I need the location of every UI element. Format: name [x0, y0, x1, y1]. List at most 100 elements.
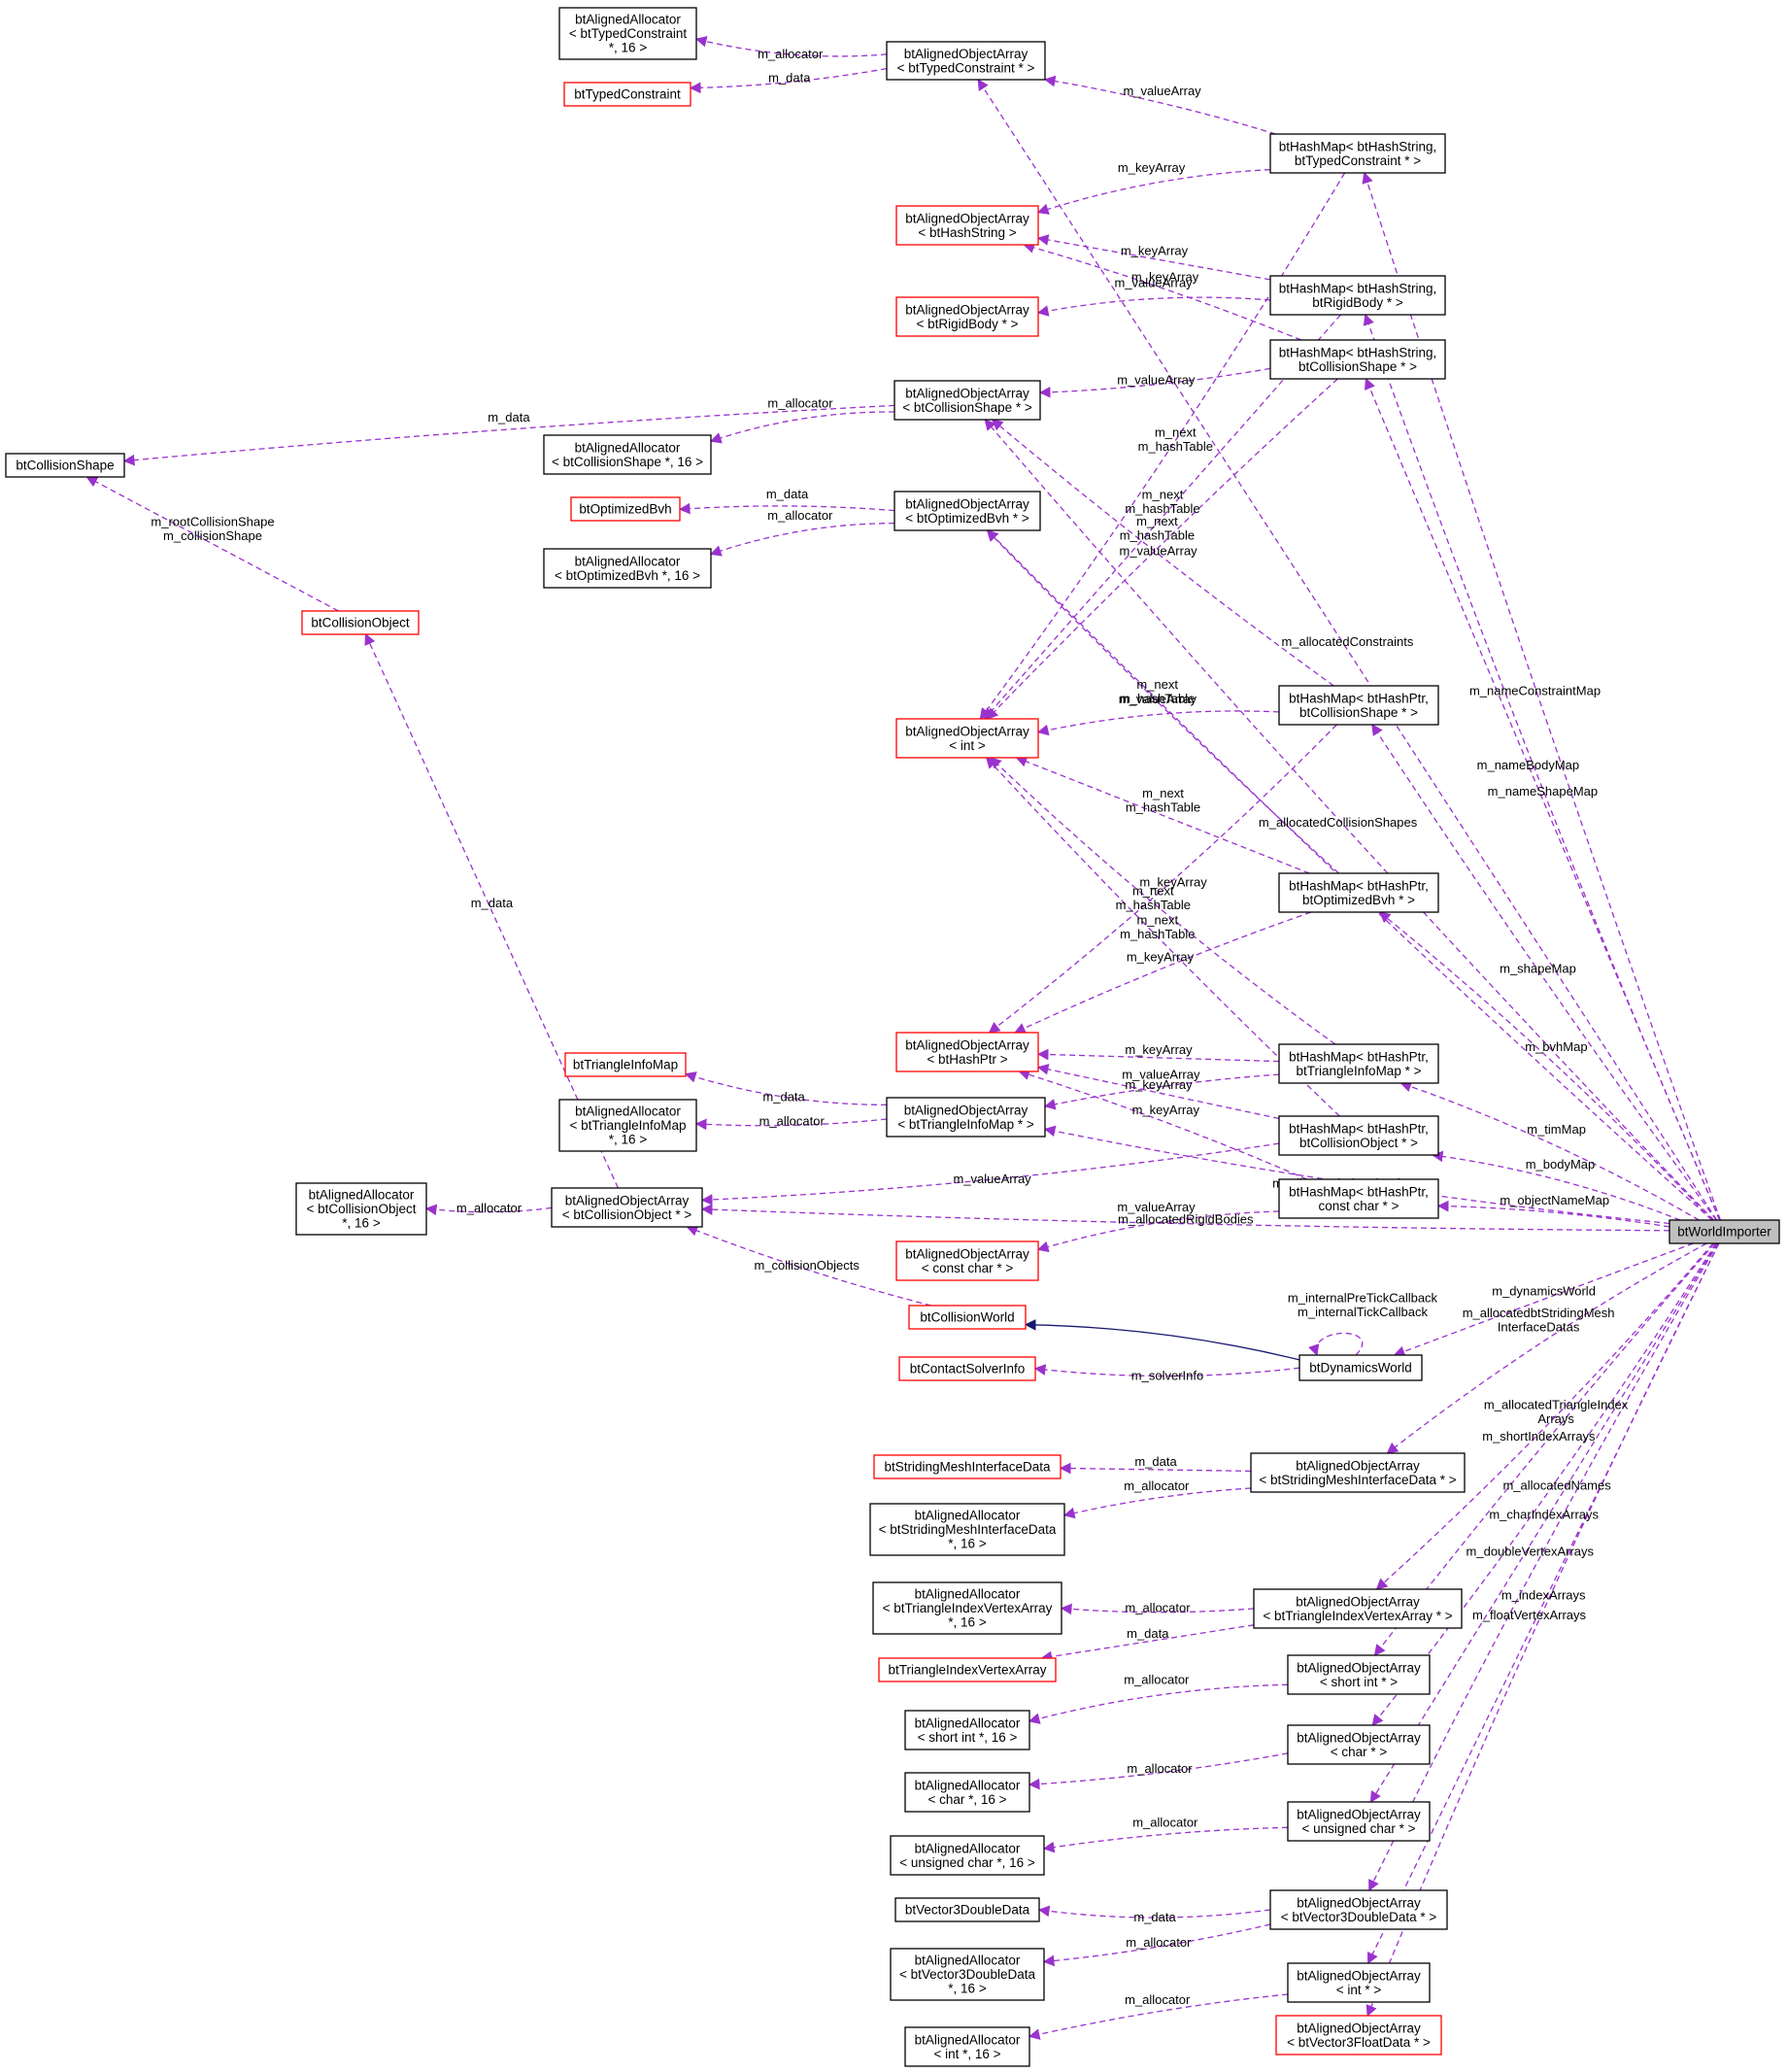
class-node-world-importer[interactable]: btWorldImporter [1669, 1219, 1780, 1244]
class-node-hash-ptr-triangle-info-map[interactable]: btHashMap< btHashPtr,btTriangleInfoMap *… [1278, 1043, 1439, 1084]
class-node-aoa-rigid-body[interactable]: btAlignedObjectArray< btRigidBody * > [895, 296, 1039, 337]
class-box[interactable] [908, 1305, 1027, 1330]
class-box[interactable] [5, 453, 125, 478]
class-node-aoa-triangle-index-vertex-array[interactable]: btAlignedObjectArray< btTriangleIndexVer… [1253, 1588, 1463, 1629]
class-node-aoa-collision-shape[interactable]: btAlignedObjectArray< btCollisionShape *… [894, 380, 1041, 421]
class-node-hash-map-typed-constraint[interactable]: btHashMap< btHashString,btTypedConstrain… [1269, 133, 1446, 174]
class-box[interactable] [1278, 1043, 1439, 1084]
class-box[interactable] [898, 1356, 1036, 1381]
class-box[interactable] [1275, 2015, 1442, 2055]
class-node-alloc-triangle-info-map[interactable]: btAlignedAllocator< btTriangleInfoMap*, … [558, 1099, 697, 1152]
class-node-striding-mesh-data[interactable]: btStridingMeshInterfaceData [873, 1454, 1062, 1479]
class-box[interactable] [890, 1835, 1045, 1876]
class-node-aoa-unsigned-char[interactable]: btAlignedObjectArray< unsigned char * > [1287, 1801, 1431, 1842]
class-node-alloc-collision-object[interactable]: btAlignedAllocator< btCollisionObject*, … [295, 1182, 427, 1236]
class-node-aoa-typed-constraint[interactable]: btAlignedObjectArray< btTypedConstraint … [886, 41, 1046, 81]
class-node-alloc-int-ptr[interactable]: btAlignedAllocator< int *, 16 > [904, 2026, 1030, 2067]
class-box[interactable] [1269, 275, 1446, 316]
class-box[interactable] [1287, 1724, 1431, 1765]
class-node-alloc-optimized-bvh[interactable]: btAlignedAllocator< btOptimizedBvh *, 16… [543, 548, 712, 589]
class-node-aoa-char[interactable]: btAlignedObjectArray< char * > [1287, 1724, 1431, 1765]
class-node-aoa-striding-mesh-data[interactable]: btAlignedObjectArray< btStridingMeshInte… [1250, 1452, 1466, 1493]
class-node-dynamics-world[interactable]: btDynamicsWorld [1298, 1354, 1423, 1381]
class-node-hash-map-rigid-body[interactable]: btHashMap< btHashString,btRigidBody * > [1269, 275, 1446, 316]
class-node-collision-world[interactable]: btCollisionWorld [908, 1305, 1027, 1330]
class-node-aoa-collision-object[interactable]: btAlignedObjectArray< btCollisionObject … [551, 1187, 703, 1228]
class-box[interactable] [894, 491, 1041, 531]
class-box[interactable] [895, 1032, 1039, 1072]
class-node-aoa-vector3-double-data[interactable]: btAlignedObjectArray< btVector3DoubleDat… [1269, 1889, 1448, 1930]
class-node-typed-constraint[interactable]: btTypedConstraint [563, 82, 691, 107]
class-node-aoa-optimized-bvh[interactable]: btAlignedObjectArray< btOptimizedBvh * > [894, 491, 1041, 531]
class-node-collision-object[interactable]: btCollisionObject [301, 610, 420, 635]
class-box[interactable] [894, 380, 1041, 421]
class-node-alloc-char[interactable]: btAlignedAllocator< char *, 16 > [904, 1772, 1030, 1813]
class-node-hash-ptr-const-char[interactable]: btHashMap< btHashPtr,const char * > [1278, 1178, 1439, 1219]
class-node-alloc-unsigned-char[interactable]: btAlignedAllocator< unsigned char *, 16 … [890, 1835, 1045, 1876]
class-node-triangle-info-map[interactable]: btTriangleInfoMap [564, 1052, 687, 1077]
class-box[interactable] [1669, 1219, 1780, 1244]
class-box[interactable] [1250, 1452, 1466, 1493]
class-box[interactable] [1269, 1889, 1448, 1930]
class-box[interactable] [551, 1187, 703, 1228]
class-box[interactable] [895, 1240, 1039, 1281]
class-node-alloc-striding-mesh-data[interactable]: btAlignedAllocator< btStridingMeshInterf… [869, 1503, 1065, 1556]
class-box[interactable] [878, 1657, 1057, 1682]
class-box[interactable] [1278, 872, 1439, 913]
class-box[interactable] [904, 2026, 1030, 2067]
class-box[interactable] [1278, 1178, 1439, 1219]
class-box[interactable] [869, 1503, 1065, 1556]
class-box[interactable] [543, 548, 712, 589]
class-node-optimized-bvh[interactable]: btOptimizedBvh [570, 496, 681, 522]
class-box[interactable] [895, 205, 1039, 246]
class-node-hash-ptr-collision-object[interactable]: btHashMap< btHashPtr,btCollisionObject *… [1278, 1115, 1439, 1156]
class-node-aoa-triangle-info-map[interactable]: btAlignedObjectArray< btTriangleInfoMap … [886, 1097, 1046, 1138]
class-box[interactable] [873, 1454, 1062, 1479]
class-box[interactable] [570, 496, 681, 522]
class-box[interactable] [563, 82, 691, 107]
class-node-collision-shape[interactable]: btCollisionShape [5, 453, 125, 478]
class-box[interactable] [895, 296, 1039, 337]
class-node-alloc-triangle-index-vertex-array[interactable]: btAlignedAllocator< btTriangleIndexVerte… [872, 1581, 1062, 1635]
class-node-alloc-vector3-double-data[interactable]: btAlignedAllocator< btVector3DoubleData*… [890, 1948, 1045, 2001]
class-box[interactable] [1287, 1962, 1431, 2003]
class-node-aoa-hash-string[interactable]: btAlignedObjectArray< btHashString > [895, 205, 1039, 246]
class-box[interactable] [1298, 1354, 1423, 1381]
class-box[interactable] [564, 1052, 687, 1077]
class-node-hash-ptr-collision-shape[interactable]: btHashMap< btHashPtr,btCollisionShape * … [1278, 685, 1439, 726]
class-box[interactable] [904, 1710, 1030, 1750]
class-node-hash-ptr-optimized-bvh[interactable]: btHashMap< btHashPtr,btOptimizedBvh * > [1278, 872, 1439, 913]
class-node-hash-map-collision-shape-str[interactable]: btHashMap< btHashString,btCollisionShape… [1269, 339, 1446, 380]
class-box[interactable] [895, 718, 1039, 759]
class-box[interactable] [558, 1099, 697, 1152]
class-box[interactable] [904, 1772, 1030, 1813]
class-node-aoa-int-ptr[interactable]: btAlignedObjectArray< int * > [1287, 1962, 1431, 2003]
class-box[interactable] [894, 1897, 1040, 1922]
class-box[interactable] [1269, 339, 1446, 380]
class-node-aoa-const-char[interactable]: btAlignedObjectArray< const char * > [895, 1240, 1039, 1281]
class-node-aoa-hash-ptr[interactable]: btAlignedObjectArray< btHashPtr > [895, 1032, 1039, 1072]
class-node-vector3-double-data[interactable]: btVector3DoubleData [894, 1897, 1040, 1922]
class-node-contact-solver-info[interactable]: btContactSolverInfo [898, 1356, 1036, 1381]
class-box[interactable] [543, 434, 712, 475]
class-node-aoa-int[interactable]: btAlignedObjectArray< int > [895, 718, 1039, 759]
class-node-aoa-vector3-float-data[interactable]: btAlignedObjectArray< btVector3FloatData… [1275, 2015, 1442, 2055]
class-box[interactable] [301, 610, 420, 635]
class-node-aoa-short-int[interactable]: btAlignedObjectArray< short int * > [1287, 1654, 1431, 1695]
class-box[interactable] [1253, 1588, 1463, 1629]
class-box[interactable] [872, 1581, 1062, 1635]
class-box[interactable] [886, 1097, 1046, 1138]
class-box[interactable] [295, 1182, 427, 1236]
class-node-alloc-collision-shape[interactable]: btAlignedAllocator< btCollisionShape *, … [543, 434, 712, 475]
class-box[interactable] [1278, 685, 1439, 726]
class-node-alloc-typed-constraint[interactable]: btAlignedAllocator< btTypedConstraint*, … [558, 7, 697, 60]
class-box[interactable] [890, 1948, 1045, 2001]
class-box[interactable] [1269, 133, 1446, 174]
class-node-triangle-index-vertex-array[interactable]: btTriangleIndexVertexArray [878, 1657, 1057, 1682]
class-box[interactable] [886, 41, 1046, 81]
class-box[interactable] [1287, 1654, 1431, 1695]
class-box[interactable] [558, 7, 697, 60]
class-box[interactable] [1287, 1801, 1431, 1842]
class-box[interactable] [1278, 1115, 1439, 1156]
class-node-alloc-short-int[interactable]: btAlignedAllocator< short int *, 16 > [904, 1710, 1030, 1750]
